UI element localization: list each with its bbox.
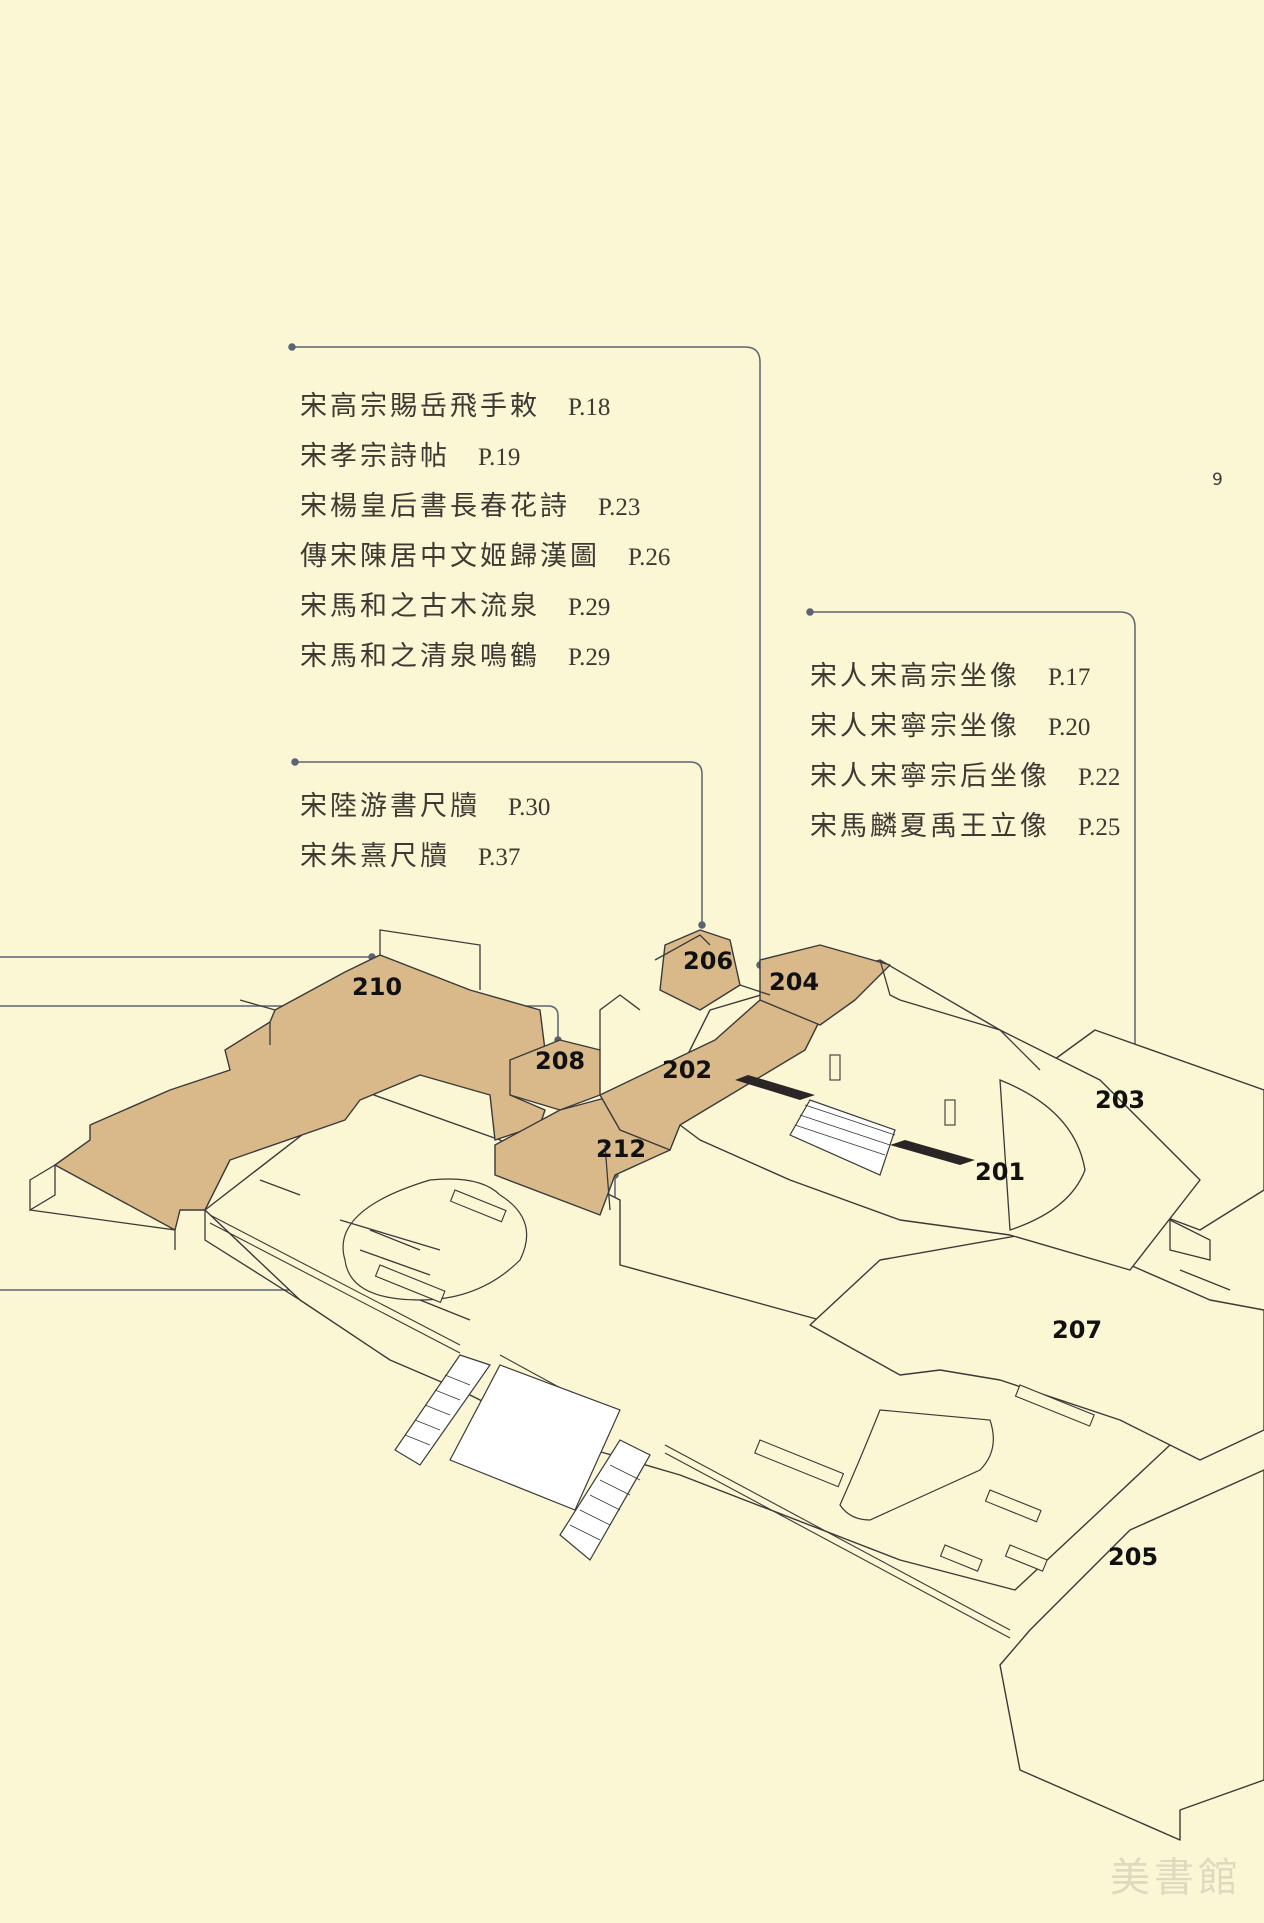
list-item[interactable]: 宋楊皇后書長春花詩 P.23 — [300, 482, 670, 532]
interior-walls — [29, 929, 1231, 1321]
stair-east — [559, 1439, 651, 1561]
list-item[interactable]: 宋人宋寧宗坐像 P.20 — [810, 702, 1120, 752]
list-item[interactable]: 宋人宋寧宗后坐像 P.22 — [810, 752, 1120, 802]
leader-dot — [288, 343, 296, 351]
page-ref: P.22 — [1078, 764, 1121, 791]
page-ref: P.20 — [1048, 714, 1091, 741]
callout-list-c: 宋人宋高宗坐像 P.17 宋人宋寧宗坐像 P.20 宋人宋寧宗后坐像 P.22 宋馬麟… — [810, 652, 1120, 852]
east-oval-path — [839, 1409, 994, 1521]
watermark-logo: 美書館 — [1110, 1855, 1242, 1901]
room-label-201: 201 — [975, 1158, 1025, 1186]
artwork-title: 宋楊皇后書長春花詩 — [300, 491, 570, 522]
artwork-title: 宋高宗賜岳飛手敕 — [300, 391, 540, 422]
room-label-203: 203 — [1095, 1086, 1145, 1114]
artwork-title: 宋馬和之古木流泉 — [300, 591, 540, 622]
stair-hall — [789, 1099, 896, 1176]
room-label-210: 210 — [352, 973, 402, 1001]
stair-steps — [404, 1104, 896, 1541]
stair-dark-strips — [735, 1075, 975, 1165]
artwork-title: 宋馬和之清泉鳴鶴 — [300, 641, 540, 672]
room-label-207: 207 — [1052, 1316, 1102, 1344]
west-oval-path — [342, 1178, 528, 1301]
list-item[interactable]: 宋馬和之清泉鳴鶴 P.29 — [300, 632, 670, 682]
page-ref: P.37 — [478, 844, 521, 871]
room-205-shell — [999, 1469, 1264, 1841]
artwork-title: 傳宋陳居中文姬歸漢圖 — [300, 541, 600, 572]
artwork-title: 宋孝宗詩帖 — [300, 441, 450, 472]
room-202[interactable] — [599, 999, 821, 1151]
list-item[interactable]: 傳宋陳居中文姬歸漢圖 P.26 — [300, 532, 670, 582]
central-hall — [659, 959, 1201, 1271]
artwork-title: 宋馬麟夏禹王立像 — [810, 811, 1050, 842]
list-item[interactable]: 宋人宋高宗坐像 P.17 — [810, 652, 1120, 702]
list-item[interactable]: 宋高宗賜岳飛手敕 P.18 — [300, 382, 670, 432]
artwork-title: 宋陸游書尺牘 — [300, 791, 480, 822]
artwork-title: 宋人宋高宗坐像 — [810, 661, 1020, 692]
stair-central — [449, 1364, 621, 1511]
garden-paths — [342, 1178, 994, 1521]
artwork-title: 宋人宋寧宗坐像 — [810, 711, 1020, 742]
page-ref: P.18 — [568, 394, 611, 421]
page-ref: P.29 — [568, 644, 611, 671]
leader-line-b — [295, 761, 703, 925]
leader-dot — [806, 608, 814, 616]
page-number: 9 — [1212, 470, 1223, 490]
leader-line-a — [292, 346, 761, 965]
page-ref: P.19 — [478, 444, 521, 471]
page-ref: P.29 — [568, 594, 611, 621]
room-label-212: 212 — [596, 1135, 646, 1163]
building-structure — [204, 959, 1264, 1841]
room-204[interactable] — [759, 944, 891, 1026]
page-ref: P.23 — [598, 494, 641, 521]
page-ref: P.17 — [1048, 664, 1091, 691]
artwork-title: 宋人宋寧宗后坐像 — [810, 761, 1050, 792]
list-item[interactable]: 宋朱熹尺牘 P.37 — [300, 832, 550, 882]
room-label-202: 202 — [662, 1056, 712, 1084]
page-ref: P.25 — [1078, 814, 1121, 841]
list-item[interactable]: 宋馬和之古木流泉 P.29 — [300, 582, 670, 632]
room-label-205: 205 — [1108, 1543, 1158, 1571]
leader-line-208 — [0, 1005, 559, 1040]
page-ref: P.30 — [508, 794, 551, 821]
leader-dot — [291, 758, 299, 766]
room-label-206: 206 — [683, 947, 733, 975]
list-item[interactable]: 宋孝宗詩帖 P.19 — [300, 432, 670, 482]
highlighted-rooms — [54, 929, 891, 1231]
room-label-208: 208 — [535, 1047, 585, 1075]
leader-dot — [698, 921, 706, 929]
callout-list-a: 宋高宗賜岳飛手敕 P.18 宋孝宗詩帖 P.19 宋楊皇后書長春花詩 P.23 傳宋陳… — [300, 382, 670, 682]
callout-list-b: 宋陸游書尺牘 P.30 宋朱熹尺牘 P.37 — [300, 782, 550, 882]
artwork-title: 宋朱熹尺牘 — [300, 841, 450, 872]
list-item[interactable]: 宋馬麟夏禹王立像 P.25 — [810, 802, 1120, 852]
display-cases — [374, 1054, 1095, 1572]
list-item[interactable]: 宋陸游書尺牘 P.30 — [300, 782, 550, 832]
grand-staircase — [394, 1099, 896, 1561]
balustrades — [209, 1214, 1011, 1639]
room-label-204: 204 — [769, 968, 819, 996]
room-labels: 210 208 212 202 206 204 201 203 207 205 — [352, 947, 1158, 1571]
page-ref: P.26 — [628, 544, 671, 571]
stair-west — [394, 1354, 491, 1466]
